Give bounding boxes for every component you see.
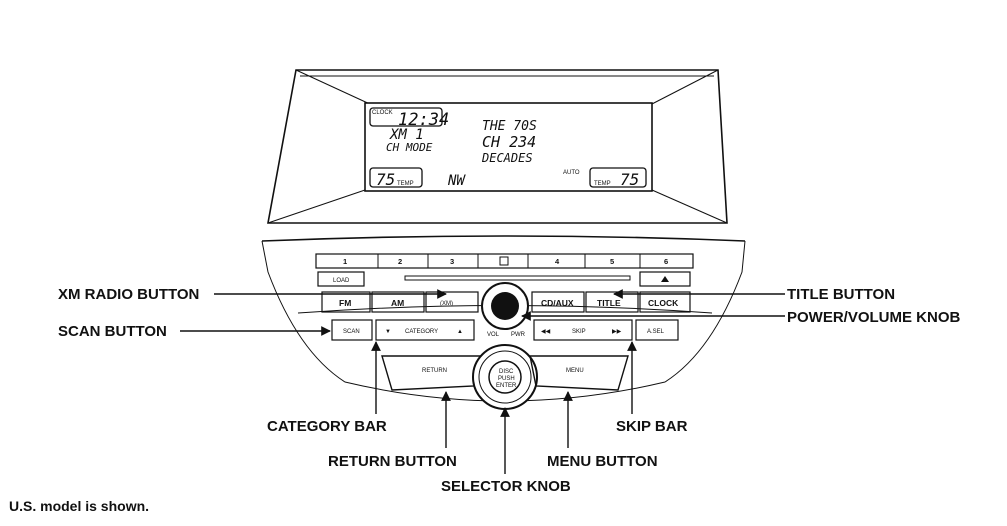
cd-aux-label: CD/AUX [541, 298, 574, 308]
category-bar[interactable] [375, 319, 475, 341]
skip-back-icon: ◀◀ [541, 329, 551, 335]
preset-6[interactable]: 6 [664, 257, 668, 266]
load-button[interactable] [317, 271, 365, 287]
eject-button[interactable] [639, 271, 691, 287]
left-temp-tag: TEMP [397, 181, 414, 187]
title-label: TITLE [597, 298, 621, 308]
channel-mode: CH MODE [386, 141, 433, 154]
display-housing [267, 69, 728, 224]
callout-xm-radio-button: XM RADIO BUTTON [58, 286, 199, 303]
right-temp: 75 [620, 170, 639, 189]
title-button[interactable] [585, 291, 639, 313]
song-title: THE 70S [482, 119, 537, 134]
preset-3[interactable]: 3 [450, 257, 454, 266]
lcd-screen: CLOCK 12:34 XM 1 CH MODE THE 70S CH 234 … [364, 102, 653, 192]
am-label: AM [391, 298, 404, 308]
scan-label: SCAN [343, 329, 360, 335]
menu-button[interactable] [529, 355, 629, 391]
callout-menu-button: MENU BUTTON [547, 453, 658, 470]
category-name: DECADES [481, 151, 533, 165]
skip-forward-icon: ▶▶ [612, 329, 622, 335]
left-temp: 75 [376, 170, 395, 189]
callout-power-volume-knob: POWER/VOLUME KNOB [787, 309, 961, 326]
left-temp-frame [369, 167, 423, 188]
category-down-icon: ▼ [385, 329, 391, 335]
clock-label: CLOCK [648, 298, 679, 308]
callout-return-button: RETURN BUTTON [328, 453, 457, 470]
clock-frame [369, 107, 443, 127]
selector-label-2: PUSH [498, 376, 515, 382]
load-label: LOAD [333, 278, 350, 284]
callout-labels: XM RADIO BUTTON SCAN BUTTON CATEGORY BAR… [58, 286, 961, 495]
fan-mode: NW [447, 173, 466, 189]
callout-skip-bar: SKIP BAR [616, 418, 688, 435]
leader-lines [180, 289, 785, 474]
vol-label: VOL [487, 332, 500, 338]
menu-label: MENU [566, 368, 584, 374]
xm-source: XM 1 [389, 127, 424, 143]
auto-indicator: AUTO [563, 170, 580, 176]
category-label: CATEGORY [405, 329, 438, 335]
callout-scan-button: SCAN BUTTON [58, 323, 167, 340]
clock-button[interactable] [639, 291, 691, 313]
channel-number: CH 234 [482, 133, 536, 151]
clock-tag: CLOCK [372, 110, 393, 116]
category-up-icon: ▲ [457, 329, 463, 335]
callout-title-button: TITLE BUTTON [787, 286, 895, 303]
preset-1[interactable]: 1 [343, 257, 347, 266]
clock-time: 12:34 [398, 110, 449, 130]
a-sel-label: A.SEL [647, 329, 665, 335]
selector-label-1: DISC [499, 369, 514, 375]
right-temp-tag: TEMP [594, 181, 611, 187]
fm-button[interactable] [321, 291, 371, 313]
model-note: U.S. model is shown. [9, 498, 150, 514]
preset-5[interactable]: 5 [610, 257, 614, 266]
selector-label-3: ENTER [496, 383, 517, 389]
skip-bar[interactable] [533, 319, 633, 341]
am-button[interactable] [371, 291, 425, 313]
xm-button[interactable] [425, 291, 479, 313]
disc-slot-icon [499, 256, 509, 266]
skip-label: SKIP [572, 329, 586, 335]
preset-4[interactable]: 4 [555, 257, 560, 266]
pwr-label: PWR [511, 332, 526, 338]
scan-button[interactable] [331, 319, 373, 341]
cd-aux-button[interactable] [531, 291, 585, 313]
preset-2[interactable]: 2 [398, 257, 402, 266]
return-label: RETURN [422, 368, 447, 374]
xm-label: (XM) [440, 301, 453, 307]
a-sel-button[interactable] [635, 319, 679, 341]
fm-label: FM [339, 298, 351, 308]
callout-category-bar: CATEGORY BAR [267, 418, 387, 435]
callout-selector-knob: SELECTOR KNOB [441, 478, 571, 495]
eject-icon [661, 276, 669, 282]
disc-slot [404, 275, 631, 281]
audio-panel: 1 2 3 4 5 6 LOAD FM AM (XM) CD/AUX TITLE… [261, 235, 746, 410]
right-temp-frame [589, 167, 647, 188]
